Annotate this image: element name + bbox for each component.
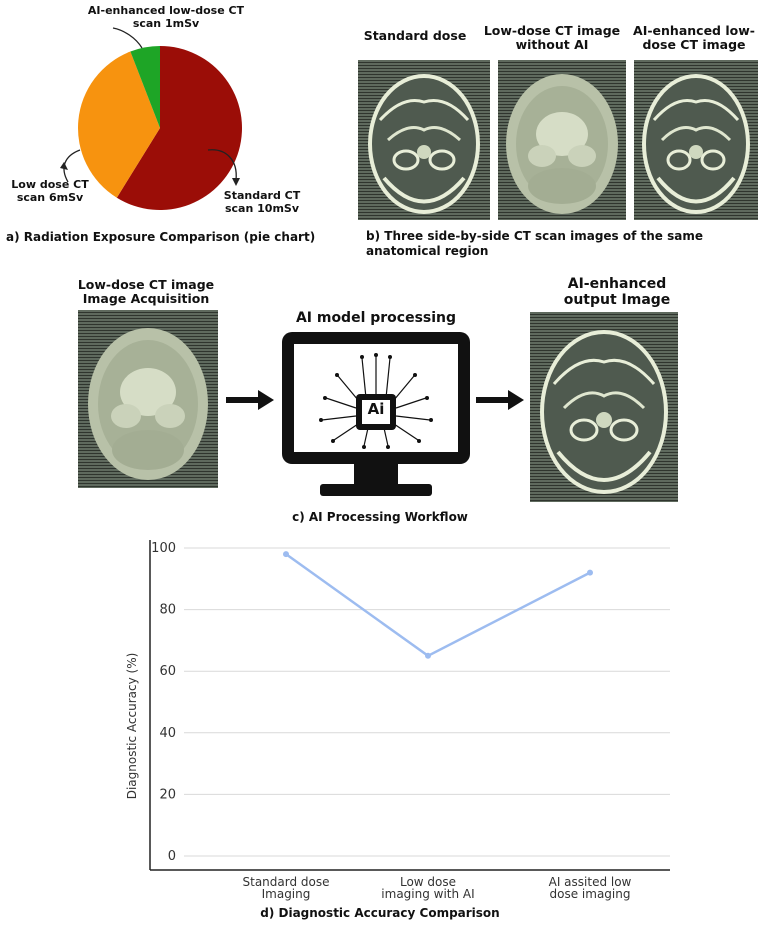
accuracy-line-chart: 0 20 40 60 80 100 Diagnostic Accuracy (%) Sta…	[125, 540, 670, 901]
pie-label-low-dose: Low dose CT scan 6mSv	[11, 178, 89, 204]
caption-d: d) Diagnostic Accuracy Comparison	[260, 906, 500, 920]
monitor-icon	[282, 332, 470, 496]
caption-c: c) AI Processing Workflow	[292, 510, 468, 524]
pie-label-ai: AI-enhanced low-dose CT scan 1mSv	[87, 4, 245, 30]
y-tick-label: 40	[159, 726, 176, 741]
data-point	[587, 569, 593, 576]
ct-comparison-panel: Standard dose Low-dose CT image without …	[350, 0, 762, 270]
pie-label-standard: Standard CT scan 10mSv	[223, 189, 301, 215]
caption-b: b) Three side-by-side CT scan images of …	[366, 229, 704, 258]
ct-col-title-ai: AI-enhanced low- dose CT image	[633, 23, 755, 52]
accuracy-chart-panel: 0 20 40 60 80 100 Diagnostic Accuracy (%) Sta…	[0, 530, 762, 929]
output-image-label: AI-enhanced output Image	[563, 276, 671, 308]
pie-chart-panel: AI-enhanced low-dose CT scan 1mSv Low do…	[0, 0, 345, 250]
ct-image-low-dose	[498, 60, 626, 220]
pie-slice-standard	[116, 46, 242, 211]
y-axis-title: Diagnostic Accuracy (%)	[125, 653, 139, 800]
y-tick-label: 100	[151, 541, 176, 556]
ai-workflow-panel: Low-dose CT image Image Acquisition AI m…	[0, 270, 762, 530]
y-tick-label: 80	[159, 603, 176, 618]
pie-slice-low-dose	[78, 51, 160, 198]
ct-col-title-standard: Standard dose	[363, 28, 467, 43]
callout-arrow-ai	[112, 27, 143, 49]
callout-arrow-std	[207, 149, 237, 181]
pie-slice-ai	[130, 46, 160, 128]
y-tick-label: 20	[159, 787, 176, 802]
data-point	[425, 652, 431, 659]
callout-arrow-low	[63, 149, 81, 183]
model-processing-label: AI model processing	[295, 310, 457, 326]
ct-image-standard	[358, 60, 490, 220]
y-tick-label: 60	[159, 664, 176, 679]
data-point	[283, 551, 289, 558]
caption-a: a) Radiation Exposure Comparison (pie ch…	[6, 230, 316, 244]
input-image-label: Low-dose CT image Image Acquisition	[77, 277, 215, 306]
pie-chart	[60, 27, 242, 211]
accuracy-series-line	[285, 553, 591, 658]
output-ai-enhanced-image	[530, 312, 678, 502]
ct-col-title-low-dose: Low-dose CT image without AI	[483, 23, 621, 52]
arrow-model-to-output	[476, 390, 524, 410]
arrow-input-to-model	[226, 390, 274, 410]
ct-image-ai-enhanced	[634, 60, 758, 220]
input-low-dose-image	[78, 310, 218, 488]
ai-chip-text: Ai	[367, 400, 385, 418]
y-tick-label: 0	[168, 849, 176, 864]
